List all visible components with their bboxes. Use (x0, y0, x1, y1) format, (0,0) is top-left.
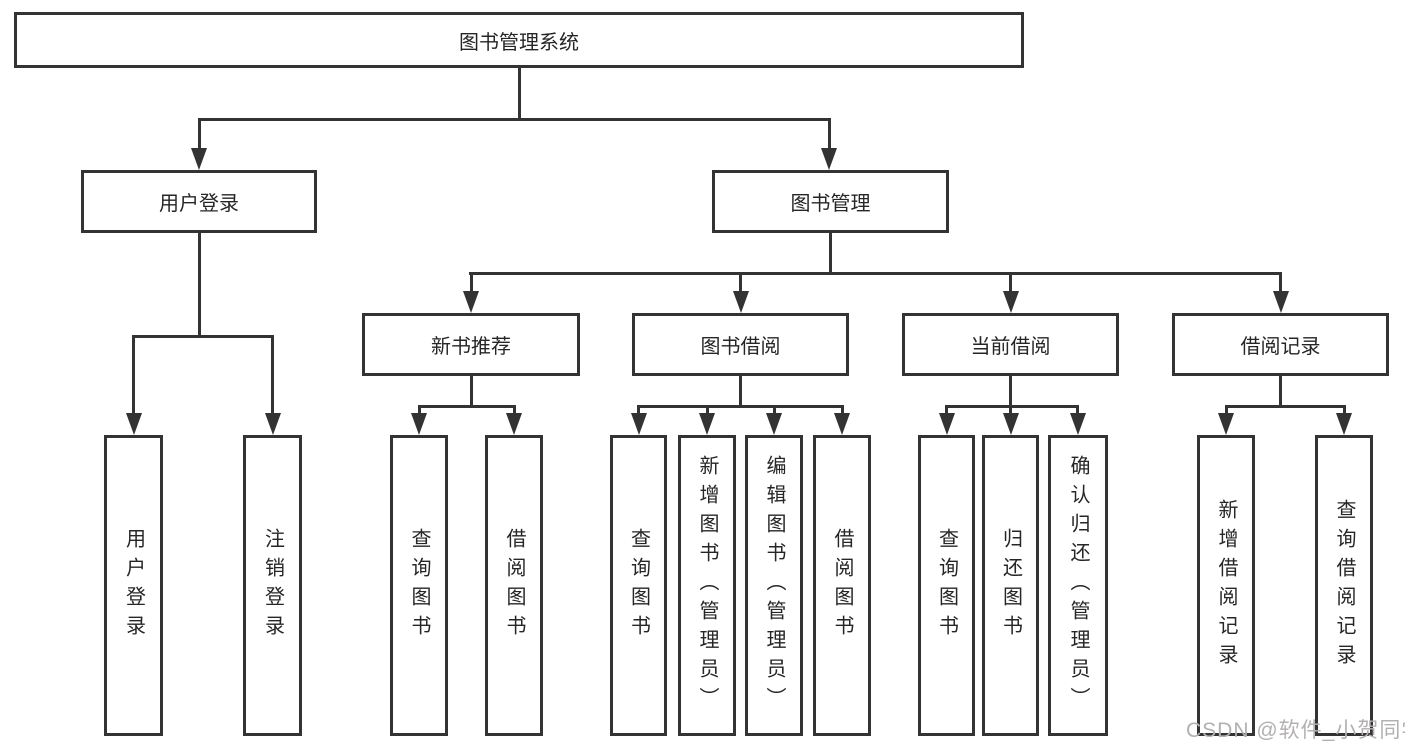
connector-drop-leaf (773, 405, 776, 415)
leaf-logout: 注销登录 (243, 435, 302, 736)
connector-current-branch (945, 405, 1079, 408)
node-root-library-management-system: 图书管理系统 (14, 12, 1024, 68)
arrowhead-down-icon (1336, 413, 1352, 435)
arrowhead-down-icon (191, 148, 207, 170)
connector-records-stem (1279, 376, 1282, 405)
arrowhead-down-icon (699, 413, 715, 435)
connector-drop-borrow (739, 272, 742, 293)
leaf-records-query-borrow-record-label: 查询借阅记录 (1333, 498, 1355, 673)
connector-drop-leaf (418, 405, 421, 415)
connector-drop-leaf (841, 405, 844, 415)
arrowhead-down-icon (1070, 413, 1086, 435)
arrowhead-down-icon (821, 148, 837, 170)
connector-drop-leaf (945, 405, 948, 415)
connector-new-books-branch (418, 405, 515, 408)
arrowhead-down-icon (733, 291, 749, 313)
node-user-login: 用户登录 (81, 170, 317, 233)
node-current-borrowing: 当前借阅 (902, 313, 1119, 376)
connector-drop-leaf (132, 335, 135, 415)
leaf-borrow-add-books-admin: 新增图书（管理员） (678, 435, 736, 736)
arrowhead-down-icon (1003, 291, 1019, 313)
arrowhead-down-icon (766, 413, 782, 435)
connector-drop-leaf (1009, 405, 1012, 415)
arrowhead-down-icon (411, 413, 427, 435)
node-new-book-recommendation: 新书推荐 (362, 313, 580, 376)
leaf-borrow-add-books-admin-label: 新增图书（管理员） (696, 455, 718, 716)
leaf-borrow-borrow-books-label: 借阅图书 (831, 527, 853, 644)
node-user-login-label: 用户登录 (159, 193, 239, 215)
leaf-borrow-edit-books-admin-label: 编辑图书（管理员） (763, 455, 785, 716)
connector-book-mgmt-branch (469, 272, 1281, 275)
arrowhead-down-icon (126, 413, 142, 435)
connector-drop-new-books (470, 272, 473, 293)
node-borrowing-records: 借阅记录 (1172, 313, 1389, 376)
connector-drop-leaf (706, 405, 709, 415)
leaf-current-confirm-return-admin-label: 确认归还（管理员） (1067, 455, 1089, 716)
arrowhead-down-icon (1218, 413, 1234, 435)
leaf-borrow-query-books: 查询图书 (610, 435, 667, 736)
node-root-label: 图书管理系统 (459, 31, 579, 54)
leaf-records-query-borrow-record: 查询借阅记录 (1315, 435, 1373, 736)
connector-root-stem (518, 68, 521, 118)
node-new-book-recommendation-label: 新书推荐 (431, 336, 511, 358)
connector-root-branch (198, 118, 831, 121)
node-book-management-label: 图书管理 (790, 193, 871, 215)
connector-new-books-stem (470, 376, 473, 405)
arrowhead-down-icon (1273, 291, 1289, 313)
connector-drop-user-login (198, 118, 201, 152)
leaf-current-confirm-return-admin: 确认归还（管理员） (1048, 435, 1108, 736)
connector-records-branch (1225, 405, 1345, 408)
leaf-borrow-query-books-label: 查询图书 (627, 527, 650, 644)
leaf-records-add-borrow-record: 新增借阅记录 (1197, 435, 1255, 736)
connector-borrow-stem (739, 376, 742, 405)
leaf-borrow-borrow-books: 借阅图书 (813, 435, 871, 736)
leaf-current-return-books: 归还图书 (982, 435, 1039, 736)
node-current-borrowing-label: 当前借阅 (970, 336, 1051, 358)
leaf-newbooks-borrow-books-label: 借阅图书 (503, 527, 525, 644)
arrowhead-down-icon (463, 291, 479, 313)
node-borrowing-records-label: 借阅记录 (1240, 336, 1321, 358)
leaf-logout-label: 注销登录 (261, 527, 284, 644)
connector-drop-leaf (1076, 405, 1079, 415)
arrowhead-down-icon (834, 413, 850, 435)
connector-user-login-branch (132, 335, 274, 338)
leaf-newbooks-borrow-books: 借阅图书 (485, 435, 543, 736)
leaf-user-login: 用户登录 (104, 435, 163, 736)
connector-drop-leaf (513, 405, 516, 415)
arrowhead-down-icon (265, 413, 281, 435)
connector-drop-leaf (1343, 405, 1346, 415)
leaf-records-add-borrow-record-label: 新增借阅记录 (1215, 498, 1237, 673)
arrowhead-down-icon (1003, 413, 1019, 435)
leaf-borrow-edit-books-admin: 编辑图书（管理员） (745, 435, 803, 736)
connector-drop-current (1009, 272, 1012, 293)
connector-drop-leaf (1225, 405, 1228, 415)
connector-user-login-stem (198, 233, 201, 335)
connector-current-stem (1009, 376, 1012, 405)
leaf-current-query-books-label: 查询图书 (935, 527, 958, 644)
connector-drop-records (1279, 272, 1282, 293)
leaf-current-return-books-label: 归还图书 (999, 527, 1022, 644)
connector-drop-leaf (271, 335, 274, 415)
arrowhead-down-icon (631, 413, 647, 435)
connector-book-mgmt-stem (829, 233, 832, 272)
connector-borrow-branch (637, 405, 843, 408)
arrowhead-down-icon (939, 413, 955, 435)
leaf-newbooks-query-books: 查询图书 (390, 435, 448, 736)
node-book-management: 图书管理 (712, 170, 949, 233)
node-book-borrowing-label: 图书借阅 (700, 336, 781, 358)
leaf-newbooks-query-books-label: 查询图书 (408, 527, 430, 644)
csdn-watermark: CSDN @软件_小贺同学 (1186, 719, 1405, 742)
connector-drop-book-mgmt (828, 118, 831, 152)
leaf-current-query-books: 查询图书 (918, 435, 975, 736)
arrowhead-down-icon (506, 413, 522, 435)
leaf-user-login-label: 用户登录 (122, 527, 145, 644)
node-book-borrowing: 图书借阅 (632, 313, 849, 376)
connector-drop-leaf (637, 405, 640, 415)
